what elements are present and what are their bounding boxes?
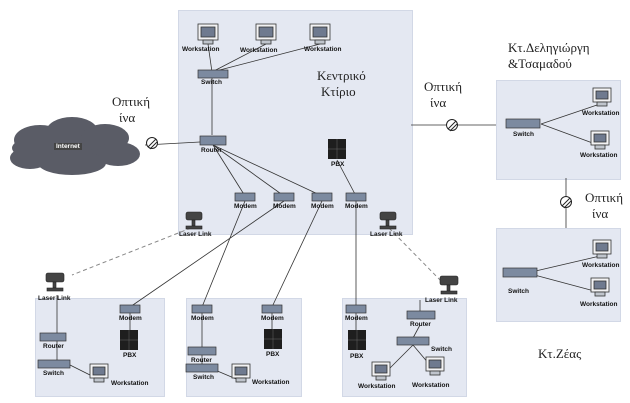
- router-icon: [39, 332, 67, 342]
- workstation-label: Workstation: [412, 382, 450, 389]
- workstation-icon: [255, 23, 277, 45]
- router-label: Router: [43, 343, 64, 350]
- workstation-label: Workstation: [111, 380, 149, 387]
- workstation-icon: [425, 356, 445, 376]
- switch-icon: [396, 336, 430, 346]
- pbx-label: PBX: [123, 352, 137, 359]
- switch-icon: [197, 69, 229, 79]
- laser-link-icon: [439, 275, 459, 295]
- pbx-label: PBX: [331, 161, 345, 168]
- workstation-label: Workstation: [582, 110, 620, 117]
- laser-link-label: Laser Link: [425, 297, 458, 304]
- workstation-label: Workstation: [580, 301, 618, 308]
- router-label: Router: [191, 357, 212, 364]
- router-icon: [187, 346, 217, 356]
- modem-label: Modem: [311, 203, 334, 210]
- central-building-title-2: Κτίριο: [321, 84, 356, 99]
- workstation-icon: [590, 277, 610, 297]
- workstation-icon: [197, 23, 219, 45]
- laser-link-label: Laser Link: [38, 295, 71, 302]
- switch-label: Switch: [201, 79, 222, 86]
- optical-fiber-label-left-1: Οπτική: [112, 94, 151, 109]
- workstation-label: Workstation: [580, 152, 618, 159]
- building-deligiorgi-title-1: Κτ.Δεληγιώργη: [508, 40, 590, 55]
- internet-label: Internet: [54, 143, 82, 150]
- optical-fiber-label-left-2: ίνα: [119, 110, 136, 125]
- workstation-label: Workstation: [358, 383, 396, 390]
- workstation-icon: [592, 87, 612, 107]
- modem-label: Modem: [191, 315, 214, 322]
- modem-icon: [234, 192, 256, 202]
- workstation-label: Workstation: [304, 46, 342, 53]
- workstation-label: Workstation: [240, 47, 278, 54]
- workstation-icon: [590, 130, 610, 150]
- switch-label: Switch: [508, 288, 529, 295]
- switch-label: Switch: [431, 346, 452, 353]
- router-label: Router: [201, 147, 222, 154]
- laser-link-label: Laser Link: [179, 231, 212, 238]
- workstation-label: Workstation: [182, 46, 220, 53]
- workstation-icon: [592, 239, 612, 259]
- modem-label: Modem: [261, 315, 284, 322]
- modem-label: Modem: [234, 203, 257, 210]
- workstation-label: Workstation: [582, 262, 620, 269]
- branch-building-3-panel: [342, 298, 467, 397]
- laser-link-label: Laser Link: [370, 231, 403, 238]
- modem-icon: [345, 192, 367, 202]
- workstation-icon: [371, 361, 391, 381]
- switch-icon: [505, 118, 541, 129]
- workstation-label: Workstation: [252, 379, 290, 386]
- modem-icon: [119, 304, 141, 314]
- laser-link-icon: [185, 211, 203, 230]
- building-deligiorgi-title-2: &Τσαμαδού: [508, 56, 572, 71]
- modem-icon: [191, 304, 213, 314]
- workstation-icon: [89, 363, 109, 383]
- modem-label: Modem: [345, 203, 368, 210]
- router-label: Router: [410, 321, 431, 328]
- optical-fiber-label-right-1: Οπτική: [585, 190, 624, 205]
- modem-label: Modem: [119, 315, 142, 322]
- router-icon: [406, 310, 436, 320]
- switch-label: Switch: [43, 370, 64, 377]
- central-building-title-1: Κεντρικό: [317, 68, 366, 83]
- laser-link-icon: [45, 272, 65, 292]
- modem-label: Modem: [273, 203, 296, 210]
- laser-link-icon: [379, 211, 397, 230]
- modem-label: Modem: [345, 315, 368, 322]
- pbx-label: PBX: [266, 351, 280, 358]
- switch-icon: [502, 267, 538, 278]
- workstation-icon: [309, 23, 331, 45]
- switch-label: Switch: [193, 374, 214, 381]
- modem-icon: [261, 304, 283, 314]
- pbx-label: PBX: [350, 353, 364, 360]
- switch-icon: [37, 359, 71, 369]
- optical-fiber-label-right-2: ίνα: [592, 206, 609, 221]
- optical-fiber-label-mid-2: ίνα: [430, 95, 447, 110]
- central-building-panel: [178, 10, 413, 235]
- optical-fiber-label-mid-1: Οπτική: [424, 79, 463, 94]
- building-zeas-title: Κτ.Ζέας: [538, 346, 582, 361]
- modem-icon: [273, 192, 295, 202]
- modem-icon: [311, 192, 333, 202]
- switch-icon: [185, 363, 219, 373]
- modem-icon: [345, 304, 367, 314]
- router-icon: [199, 135, 227, 146]
- workstation-icon: [231, 363, 251, 383]
- switch-label: Switch: [513, 131, 534, 138]
